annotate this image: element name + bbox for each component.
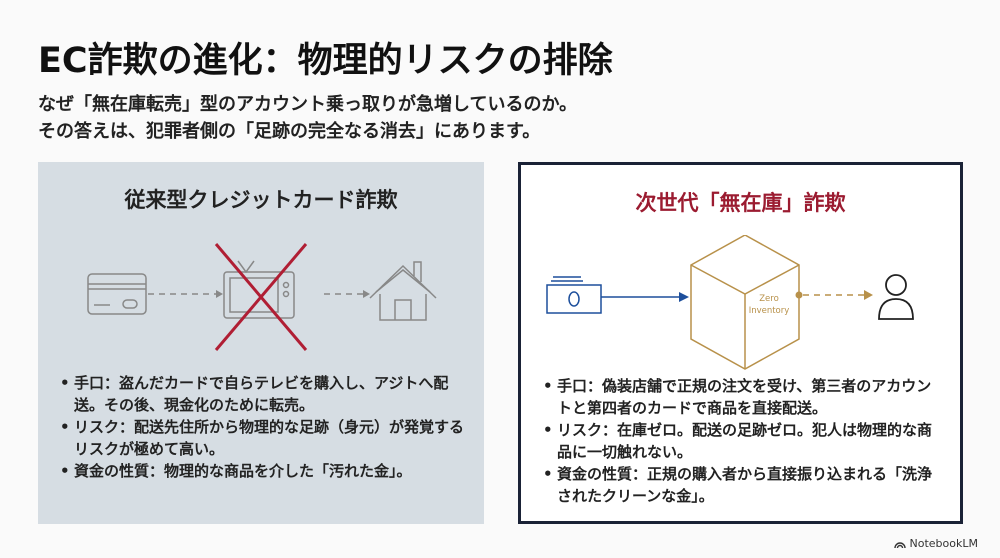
next-gen-fraud-panel: 次世代「無在庫」詐欺 Zero Inventory 手口：偽装店舗で正規の注文を…	[518, 162, 963, 524]
bullet-funds: 資金の性質：物理的な商品を介した「汚れた金」。	[60, 460, 468, 482]
person-icon	[878, 274, 914, 320]
bullet-funds: 資金の性質：正規の購入者から直接振り込まれる「洗浄されたクリーンな金」。	[543, 463, 944, 507]
cross-mark-icon	[214, 243, 308, 351]
credit-card-icon	[87, 273, 147, 315]
panel-title: 従来型クレジットカード詐欺	[124, 188, 398, 212]
panel-title: 次世代「無在庫」詐欺	[635, 191, 846, 215]
next-gen-bullet-list: 手口：偽装店舗で正規の注文を受け、第三者のアカウントと第四者のカードで商品を直接…	[543, 375, 944, 507]
page-title: EC詐欺の進化：物理的リスクの排除	[38, 41, 613, 81]
traditional-flow-diagram	[87, 243, 437, 351]
subtitle-line-1: なぜ「無在庫転売」型のアカウント乗っ取りが急増しているのか。	[38, 94, 578, 115]
bullet-method: 手口：偽装店舗で正規の注文を受け、第三者のアカウントと第四者のカードで商品を直接…	[543, 375, 944, 419]
notebooklm-logo-icon	[893, 541, 906, 548]
box-label-line-2: Inventory	[749, 306, 790, 316]
house-icon	[369, 261, 437, 321]
banknote-icon	[546, 276, 602, 314]
bullet-risk: リスク：在庫ゼロ。配送の足跡ゼロ。犯人は物理的な商品に一切触れない。	[543, 419, 944, 463]
box-icon	[690, 235, 800, 370]
subtitle-line-2: その答えは、犯罪者側の「足跡の完全なる消去」にあります。	[38, 121, 541, 142]
notebooklm-brand: NotebookLM	[893, 537, 978, 550]
box-label-line-1: Zero	[759, 294, 779, 304]
bullet-risk: リスク：配送先住所から物理的な足跡（身元）が発覚するリスクが極めて高い。	[60, 416, 468, 460]
traditional-bullet-list: 手口：盗んだカードで自らテレビを購入し、アジトへ配送。その後、現金化のために転売…	[60, 372, 468, 482]
bullet-method: 手口：盗んだカードで自らテレビを購入し、アジトへ配送。その後、現金化のために転売…	[60, 372, 468, 416]
traditional-fraud-panel: 従来型クレジットカード詐欺 手口：盗んだカードで自らテレビを購入し、アジトへ配送…	[38, 162, 484, 524]
tv-icon	[223, 260, 295, 319]
zero-inventory-flow-diagram: Zero Inventory	[546, 235, 914, 370]
brand-label: NotebookLM	[909, 537, 978, 550]
